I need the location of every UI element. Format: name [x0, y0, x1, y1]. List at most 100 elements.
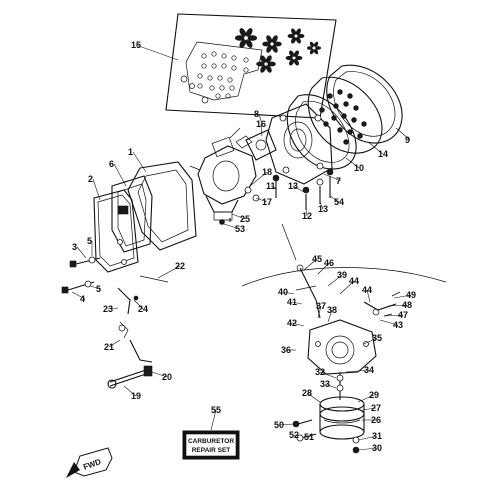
leader-line-19: [123, 385, 137, 397]
leader-line-21: [108, 339, 121, 348]
reed-petal-icon: [306, 41, 322, 55]
leader-line-31: [357, 435, 378, 441]
callout-38: 38: [327, 305, 337, 315]
leader-line-38: [327, 309, 333, 323]
reed-petal-icon: [285, 50, 303, 66]
callout-5: 5: [96, 284, 101, 294]
choke-linkage: [107, 275, 169, 389]
leader-line-32: [319, 371, 337, 379]
reed-plate-hole: [343, 139, 349, 145]
callout-18: 18: [262, 167, 272, 177]
reed-plate-hole: [347, 93, 353, 99]
callout-36: 36: [281, 345, 291, 355]
leader-line-28: [306, 392, 321, 403]
callout-54: 54: [334, 197, 344, 207]
leader-line-35: [363, 337, 378, 345]
gasket-hole: [201, 63, 207, 69]
gasket-hole: [227, 77, 233, 83]
leader-line-49: [393, 294, 412, 299]
callout-31: 31: [372, 431, 382, 441]
leader-line-33: [324, 383, 337, 389]
reed-plate-hole: [337, 89, 343, 95]
gasket-hole: [201, 53, 207, 59]
lower-carburetor: [292, 264, 401, 454]
callout-55: 55: [211, 405, 221, 415]
leader-line-5: [89, 285, 102, 290]
callout-9: 9: [405, 135, 410, 145]
reed-petal-icon: [256, 55, 276, 73]
callout-26: 26: [371, 415, 381, 425]
leader-line-27: [361, 407, 377, 411]
callout-19: 19: [131, 391, 141, 401]
reed-plate-hole: [333, 103, 339, 109]
callout-3: 3: [72, 242, 77, 252]
leader-line-20: [151, 371, 168, 378]
leader-line-14: [367, 141, 384, 155]
intake-manifold: [245, 103, 333, 185]
callout-34: 34: [364, 365, 374, 375]
gasket-hole: [207, 75, 213, 81]
callout-32: 32: [315, 367, 325, 377]
leader-line-45: [303, 258, 318, 271]
reed-plate-hole: [319, 107, 325, 113]
reed-petal-icon: [287, 28, 305, 44]
leader-line-2: [92, 178, 101, 201]
silencer-cover: [93, 189, 139, 273]
callout-4: 4: [80, 294, 85, 304]
callout-21: 21: [104, 342, 114, 352]
reed-plate-hole: [347, 129, 353, 135]
section-divider: [241, 223, 447, 287]
callout-10: 10: [354, 163, 364, 173]
leader-line-7: [323, 173, 342, 182]
gasket-hole: [197, 73, 203, 79]
callout-22: 22: [175, 261, 185, 271]
leader-line-4: [71, 291, 86, 300]
upper-carburetor: [189, 127, 257, 221]
leader-line-51: [308, 435, 311, 438]
callout-49: 49: [406, 290, 416, 300]
callout-8: 8: [254, 109, 259, 119]
callout-37: 37: [316, 301, 326, 311]
reed-plate-hole: [351, 117, 357, 123]
reed-plate-hole: [331, 115, 337, 121]
callout-29: 29: [369, 390, 379, 400]
leader-line-17: [255, 197, 268, 203]
leader-line-48: [387, 304, 408, 307]
reed-plate-hole: [353, 105, 359, 111]
gasket-kit-panel: [165, 13, 337, 119]
callout-43: 43: [393, 320, 403, 330]
gasket-hole: [225, 93, 231, 99]
leader-line-24: [133, 299, 144, 310]
callout-6: 6: [109, 159, 114, 169]
callout-44: 44: [349, 276, 359, 286]
leader-line-55: [210, 409, 217, 431]
leader-line-30: [357, 447, 378, 451]
callout-28: 28: [302, 388, 312, 398]
leader-line-11: [270, 185, 277, 189]
leader-line-1: [132, 151, 147, 173]
repair-set-line1: CARBURETOR: [188, 438, 234, 445]
callout-50: 50: [274, 420, 284, 430]
leader-line-44: [339, 280, 355, 295]
leader-line-44: [366, 289, 371, 303]
reed-plate-hole: [343, 101, 349, 107]
leader-line-37: [317, 305, 322, 319]
reed-petal-icon: [234, 28, 258, 48]
leader-line-13: [292, 185, 305, 193]
callout-47: 47: [398, 310, 408, 320]
callout-leaders: [71, 44, 412, 451]
leader-line-16: [260, 123, 263, 137]
callout-15: 15: [131, 40, 141, 50]
leader-line-43: [379, 319, 399, 326]
callout-35: 35: [372, 333, 382, 343]
gasket-hole: [211, 51, 217, 57]
callout-13: 13: [318, 204, 328, 214]
callout-14: 14: [378, 149, 388, 159]
leader-line-34: [345, 369, 370, 373]
callout-25: 25: [240, 214, 250, 224]
repair-set-box: CARBURETOR REPAIR SET: [182, 430, 240, 460]
leader-line-50: [278, 423, 295, 426]
leader-line-54: [329, 195, 340, 203]
callout-13: 13: [288, 181, 298, 191]
gasket-hole: [209, 85, 215, 91]
